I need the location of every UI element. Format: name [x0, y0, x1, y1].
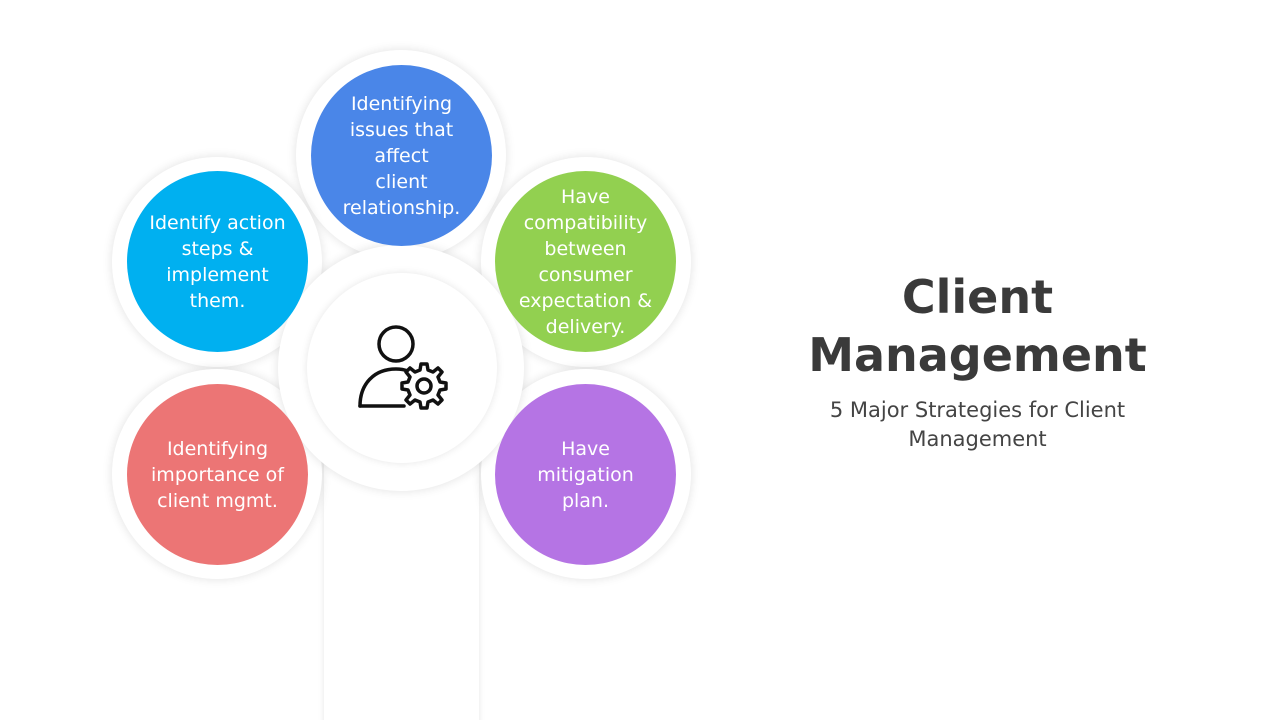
- strategy-text: Identifying issues that affect client re…: [342, 92, 461, 219]
- page-title: Client Management: [808, 270, 1147, 382]
- strategy-text: Identify action steps & implement them.: [149, 211, 286, 312]
- strategy-circle-upper-left: Identify action steps & implement them.: [127, 171, 308, 352]
- strategy-circle-lower-left: Identifying importance of client mgmt.: [127, 384, 308, 565]
- strategy-circle-lower-right: Have mitigation plan.: [495, 384, 676, 565]
- strategy-text: Have mitigation plan.: [537, 437, 634, 512]
- strategy-text: Identifying importance of client mgmt.: [151, 437, 284, 512]
- page-subtitle: 5 Major Strategies for Client Management: [829, 398, 1126, 451]
- strategy-text: Have compatibility between consumer expe…: [518, 185, 653, 338]
- strategy-circle-upper-right: Have compatibility between consumer expe…: [495, 171, 676, 352]
- user-gear-icon: [358, 325, 448, 410]
- strategy-circle-top: Identifying issues that affect client re…: [311, 65, 492, 246]
